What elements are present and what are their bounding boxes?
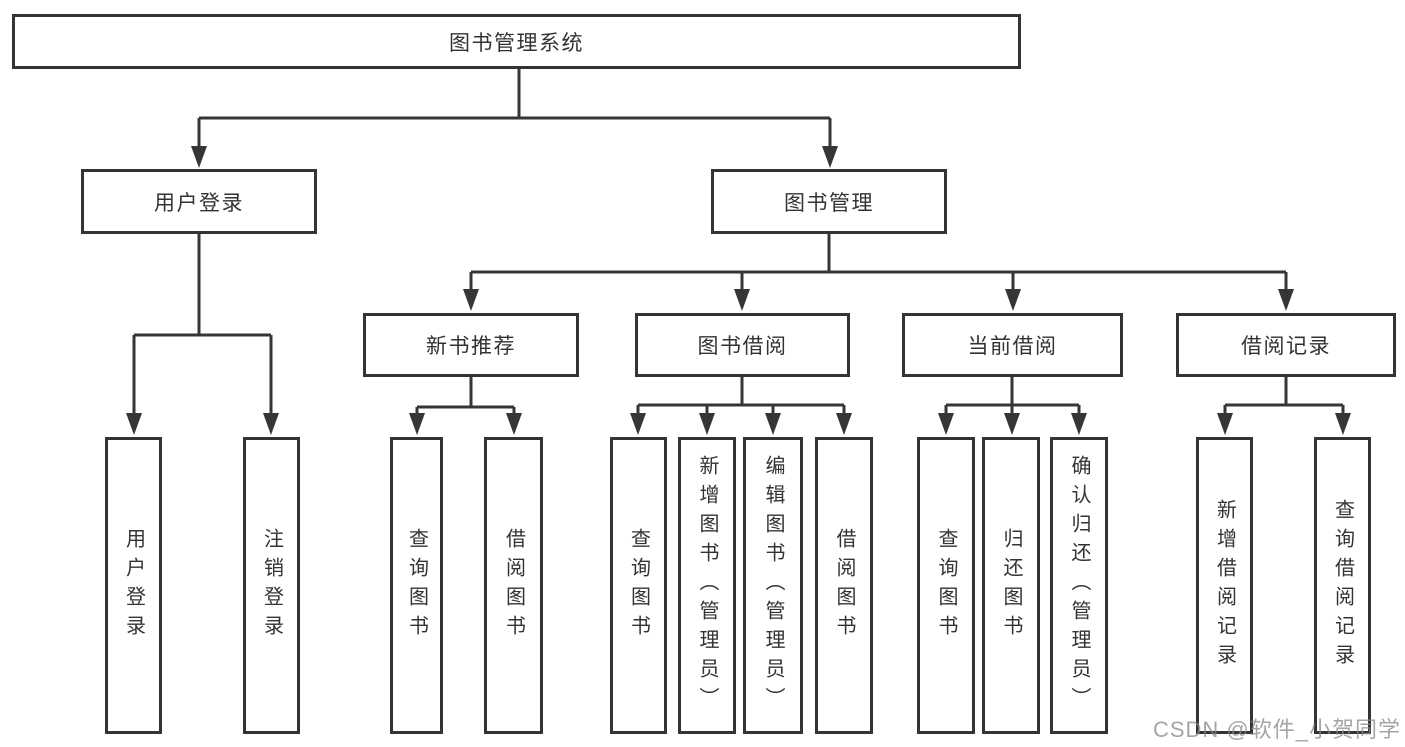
arrow-down-icon <box>1335 413 1351 435</box>
leaf-return-books-label: 归还图书 <box>1000 527 1022 644</box>
arrow-down-icon <box>463 289 479 311</box>
leaf-add-books-admin-label: 新增图书（管理员） <box>696 455 718 716</box>
node-root-system: 图书管理系统 <box>12 14 1021 69</box>
arrow-down-icon <box>938 413 954 435</box>
arrow-down-icon <box>1005 289 1021 311</box>
leaf-user-login-label: 用户登录 <box>122 527 145 644</box>
leaf-borrow-books-2: 借阅图书 <box>815 437 873 734</box>
node-user-login-label: 用户登录 <box>154 191 244 215</box>
arrow-down-icon <box>1004 413 1020 435</box>
connector-user-login-to-leaves <box>126 233 279 435</box>
leaf-add-books-admin: 新增图书（管理员） <box>678 437 736 734</box>
watermark: CSDN @软件_小贺同学 <box>1152 717 1401 742</box>
node-book-mgmt: 图书管理 <box>711 169 947 234</box>
arrow-down-icon <box>506 413 522 435</box>
leaf-query-books-1-label: 查询图书 <box>405 527 428 644</box>
connector-borrow-records-to-leaves <box>1217 377 1351 435</box>
leaf-logout-label: 注销登录 <box>260 527 283 644</box>
node-new-book-rec-label: 新书推荐 <box>426 335 516 358</box>
leaf-query-books-2: 查询图书 <box>610 437 667 734</box>
node-user-login: 用户登录 <box>81 169 317 234</box>
leaf-query-books-3-label: 查询图书 <box>935 527 957 644</box>
leaf-query-borrow-record-label: 查询借阅记录 <box>1331 498 1354 673</box>
arrow-down-icon <box>191 146 207 168</box>
node-book-borrow-label: 图书借阅 <box>697 335 788 358</box>
leaf-add-borrow-record: 新增借阅记录 <box>1196 437 1253 734</box>
connector-root-to-level2 <box>191 68 838 168</box>
arrow-down-icon <box>630 413 646 435</box>
leaf-return-books: 归还图书 <box>982 437 1040 734</box>
arrow-down-icon <box>699 413 715 435</box>
node-current-borrow: 当前借阅 <box>902 313 1123 377</box>
leaf-query-books-3: 查询图书 <box>917 437 975 734</box>
leaf-edit-books-admin-label: 编辑图书（管理员） <box>762 455 784 716</box>
connector-book-borrow-to-leaves <box>630 377 852 435</box>
arrow-down-icon <box>765 413 781 435</box>
leaf-query-books-1: 查询图书 <box>390 437 443 734</box>
leaf-user-login: 用户登录 <box>105 437 162 734</box>
arrow-down-icon <box>836 413 852 435</box>
leaf-add-borrow-record-label: 新增借阅记录 <box>1213 498 1236 673</box>
connector-new-book-rec-to-leaves <box>409 377 522 435</box>
arrow-down-icon <box>1071 413 1087 435</box>
node-book-borrow: 图书借阅 <box>635 313 850 377</box>
leaf-borrow-books-2-label: 借阅图书 <box>833 527 855 644</box>
leaf-edit-books-admin: 编辑图书（管理员） <box>743 437 803 734</box>
leaf-confirm-return-admin: 确认归还（管理员） <box>1050 437 1108 734</box>
leaf-query-borrow-record: 查询借阅记录 <box>1314 437 1371 734</box>
arrow-down-icon <box>1278 289 1294 311</box>
leaf-confirm-return-admin-label: 确认归还（管理员） <box>1068 455 1090 716</box>
leaf-logout: 注销登录 <box>243 437 300 734</box>
arrow-down-icon <box>409 413 425 435</box>
leaf-borrow-books-1: 借阅图书 <box>484 437 543 734</box>
leaf-borrow-books-1-label: 借阅图书 <box>502 527 525 644</box>
arrow-down-icon <box>126 413 142 435</box>
arrow-down-icon <box>1217 413 1233 435</box>
leaf-query-books-2-label: 查询图书 <box>627 527 650 644</box>
connector-current-borrow-to-leaves <box>938 377 1087 435</box>
arrow-down-icon <box>822 146 838 168</box>
arrow-down-icon <box>734 289 750 311</box>
node-current-borrow-label: 当前借阅 <box>967 335 1058 358</box>
node-book-mgmt-label: 图书管理 <box>784 191 874 215</box>
node-root-label: 图书管理系统 <box>449 31 584 55</box>
node-borrow-records: 借阅记录 <box>1176 313 1396 377</box>
arrow-down-icon <box>263 413 279 435</box>
connector-book-mgmt-to-level3 <box>463 233 1294 311</box>
node-borrow-records-label: 借阅记录 <box>1241 335 1331 358</box>
node-new-book-rec: 新书推荐 <box>363 313 579 377</box>
